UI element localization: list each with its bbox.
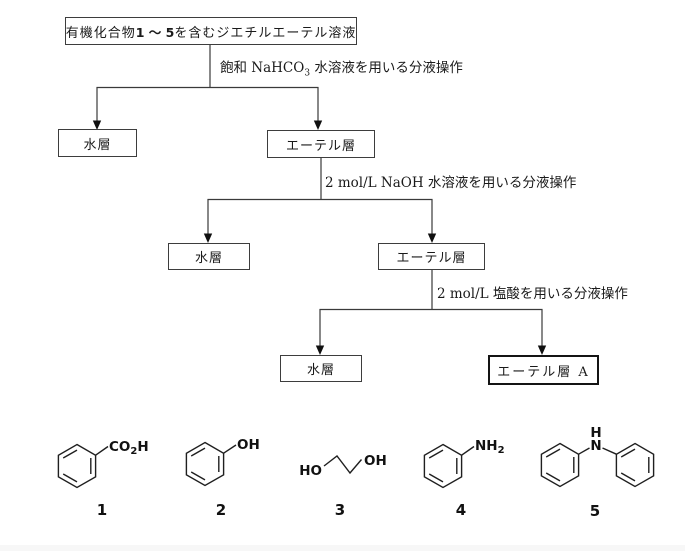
bond — [461, 445, 475, 456]
substituent-label: HO — [299, 463, 322, 479]
structure-phenol: OH 2 — [185, 437, 260, 519]
step1-text-post: 水溶液を用いる分液操作 — [310, 60, 463, 76]
compound-number: 5 — [590, 502, 600, 520]
structure-benzoic-acid: CO2H 1 — [57, 439, 149, 519]
bond — [95, 445, 109, 456]
node-aqueous-layer-3: 水層 — [280, 355, 362, 382]
benzene-ring — [185, 441, 225, 487]
source-text-prefix: 有機化合物 — [65, 25, 136, 41]
node-source-solution: 有機化合物 1 ～ 5 を含むジエチルエーテル溶液 — [65, 17, 357, 45]
node-aqueous-layer-2: 水層 — [168, 243, 250, 270]
arrow-down-icon — [313, 120, 323, 130]
footer-band — [0, 545, 685, 551]
arrow-down-icon — [537, 345, 547, 355]
step3-label: 2 mol/L 塩酸を用いる分液操作 — [437, 286, 628, 302]
benzene-ring — [615, 442, 655, 488]
arrow-down-icon — [427, 233, 437, 243]
structure-diphenylamine: N H 5 — [540, 425, 655, 520]
substituent-label: OH — [364, 453, 387, 469]
flowchart-connectors — [92, 43, 547, 355]
structure-aniline: NH2 4 — [423, 438, 505, 519]
node-ether-layer-2: エーテル層 — [378, 243, 485, 270]
node-ether-layer-1: エーテル層 — [267, 130, 375, 158]
node-ether-layer-a: エーテル層 A — [488, 355, 599, 385]
substituent-label: CO2H — [109, 439, 149, 457]
step1-label: 飽和 NaHCO3 水溶液を用いる分液操作 — [220, 56, 463, 79]
compound-number: 1 — [97, 501, 107, 519]
step2-label: 2 mol/L NaOH 水溶液を用いる分液操作 — [325, 175, 577, 191]
compound-number: 3 — [335, 501, 345, 519]
nitrogen-label: N — [590, 438, 601, 454]
bond — [602, 447, 617, 455]
bond — [578, 447, 590, 455]
substituent-label: OH — [237, 437, 260, 453]
benzene-ring — [540, 442, 580, 488]
benzene-ring — [423, 443, 463, 489]
node-aqueous-layer-1: 水層 — [58, 129, 137, 157]
arrow-down-icon — [92, 120, 102, 130]
step1-text: 飽和 NaHCO — [220, 60, 305, 76]
bond-chain — [323, 455, 363, 475]
source-compound-range: 1 ～ 5 — [135, 24, 175, 40]
arrow-down-icon — [203, 233, 213, 243]
benzene-ring — [57, 443, 97, 489]
source-text-suffix: を含むジエチルエーテル溶液 — [174, 25, 357, 41]
compound-number: 4 — [456, 501, 466, 519]
bond — [223, 444, 237, 454]
structure-ethylene-glycol: HO OH 3 — [299, 453, 387, 519]
compound-number: 2 — [216, 501, 226, 519]
hydrogen-label: H — [590, 425, 601, 441]
arrow-down-icon — [315, 345, 325, 355]
substituent-label: NH2 — [475, 438, 505, 456]
step1-subscript: 3 — [304, 68, 311, 79]
